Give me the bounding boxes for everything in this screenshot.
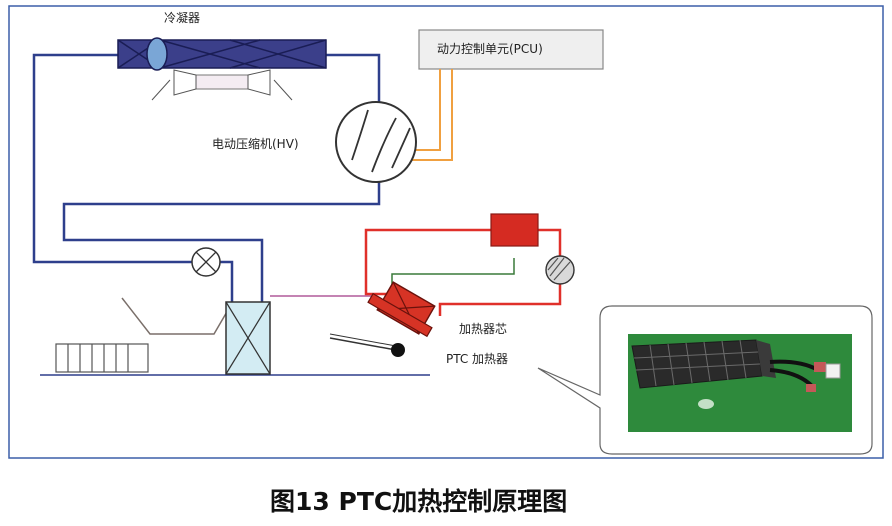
refrigerant-loop (32, 53, 381, 302)
compressor-label: 电动压缩机(HV) (212, 136, 299, 151)
ptc-photo-callout (537, 305, 873, 455)
figure-caption: 图13 PTC加热控制原理图 (270, 487, 567, 516)
expansion-valve (191, 247, 221, 277)
pcu-signal-lines (404, 69, 453, 161)
coolant-loop (364, 228, 562, 316)
electric-compressor (335, 101, 417, 183)
refrigerant-line-compressor-out (62, 176, 381, 302)
condenser-receiver (146, 37, 168, 71)
condenser-fan (151, 69, 293, 101)
pcu-box (418, 29, 604, 70)
pcu-label: 动力控制单元(PCU) (437, 42, 543, 56)
condenser (117, 37, 327, 101)
refrigerant-line-valve (220, 260, 234, 302)
blower-grille (55, 343, 149, 373)
condenser-label: 冷凝器 (164, 10, 200, 25)
hvac-duct (40, 295, 430, 376)
coolant-reservoir (490, 213, 539, 247)
refrigerant-line-left (32, 53, 192, 264)
heater-core-label: 加热器芯 (459, 322, 507, 336)
air-mix-damper (329, 333, 405, 357)
coolant-pump (545, 255, 575, 285)
heater-core-supply-line (391, 258, 515, 286)
ptc-heater-photo (631, 339, 841, 409)
ptc-heater-label: PTC 加热器 (446, 352, 508, 366)
evaporator (225, 301, 271, 375)
refrigerant-line-top-right (326, 53, 381, 108)
ptc-heater-element (367, 292, 433, 338)
